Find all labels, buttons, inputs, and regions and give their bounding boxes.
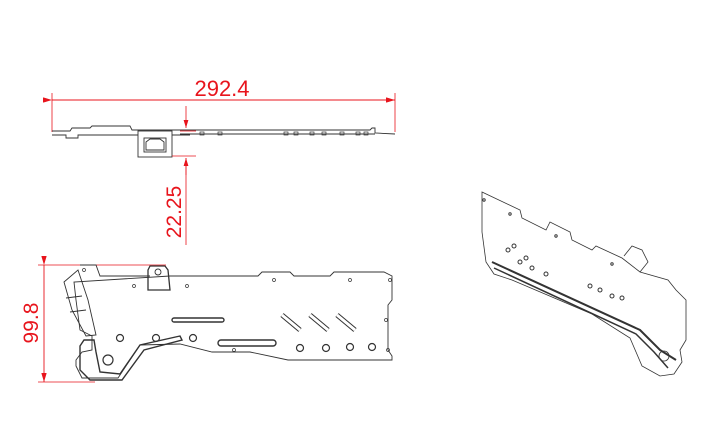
top-view [43,93,396,245]
clip-height-dimension: 22.25 [163,186,186,239]
length-dimension: 292.4 [194,76,249,101]
isometric-view [481,191,687,377]
front-view [38,256,393,383]
height-dimension: 99.8 [20,303,43,344]
